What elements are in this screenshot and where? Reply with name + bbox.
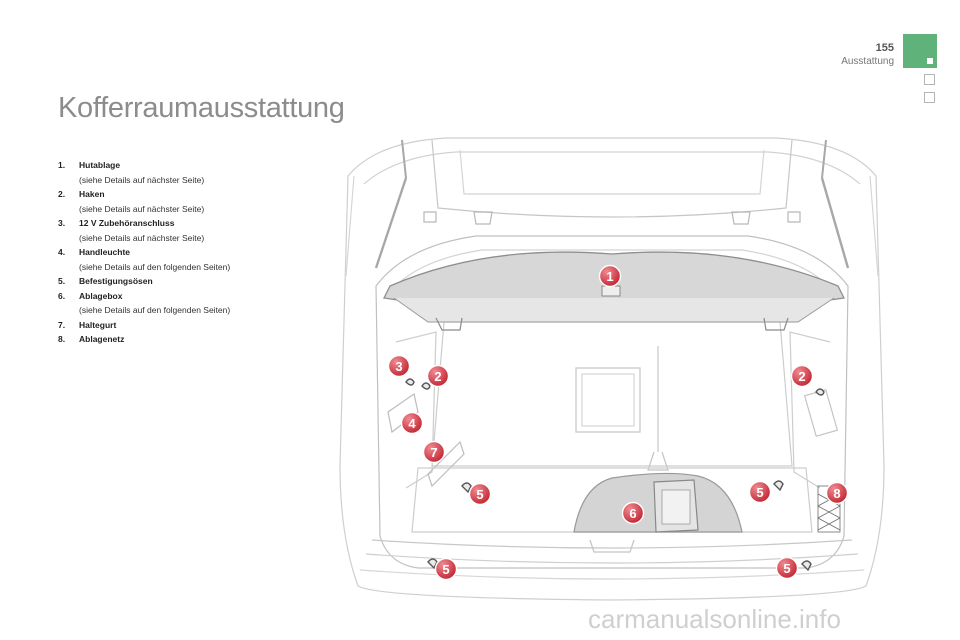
legend-detail: (siehe Details auf nächster Seite) [79,232,205,243]
callout-5-floor-left: 5 [468,482,492,506]
legend-name: Haken [79,189,105,199]
section-name: Ausstattung [841,56,894,67]
legend-name: Befestigungsösen [79,276,153,286]
legend-name: 12 V Zubehöranschluss [79,218,175,228]
callout-5-bumper-left: 5 [434,557,458,581]
legend-number: 2. [58,189,66,199]
page-title: Kofferraumausstattung [58,92,345,124]
legend-name: Haltegurt [79,319,117,330]
legend-number: 1. [58,160,66,170]
legend-number: 7. [58,319,66,330]
callout-label: 1 [606,269,613,284]
callout-5-bumper-right: 5 [775,556,799,580]
callout-label: 5 [783,561,790,576]
callout-5-floor-right: 5 [748,480,772,504]
callout-label: 2 [798,369,805,384]
legend-item: 2. Haken (siehe Details auf nächster Seite… [58,187,328,216]
legend-detail: (siehe Details auf nächster Seite) [79,203,205,214]
legend-item: 1. Hutablage (siehe Details auf nächster S… [58,158,328,187]
chapter-tab[interactable] [924,92,935,103]
legend-number: 4. [58,247,66,257]
watermark: carmanualsonline.info [588,604,841,634]
legend-detail: (siehe Details auf nächster Seite) [79,174,205,185]
legend-detail: (siehe Details auf den folgenden Seiten) [79,305,231,315]
legend-item: 7. Haltegurt [58,318,328,333]
legend-number: 5. [58,276,66,286]
callout-6: 6 [621,501,645,525]
legend-list: 1. Hutablage (siehe Details auf nächster S… [58,158,328,347]
callout-2-right: 2 [790,364,814,388]
callout-label: 2 [434,369,441,384]
legend-item: 8. Ablagenetz [58,332,328,347]
legend-item: 6. Ablagebox (siehe Details auf den folgen… [58,289,328,318]
legend-name: Hutablage [79,160,121,170]
tab-marker-icon [927,58,933,64]
legend-item: 5. Befestigungsösen [58,274,328,289]
legend-item: 4. Handleuchte (siehe Details auf den folg… [58,245,328,274]
callout-2-left: 2 [426,364,450,388]
legend-name: Ablagenetz [79,334,125,344]
callout-3: 3 [387,354,411,378]
callout-8: 8 [825,481,849,505]
legend-name: Ablagebox [79,290,123,301]
chapter-tab[interactable] [924,74,935,85]
legend-number: 8. [58,334,66,344]
page-number: 155 [875,42,894,54]
legend-name: Handleuchte [79,247,131,257]
callout-label: 8 [833,486,840,501]
callout-label: 5 [756,485,763,500]
callout-label: 6 [629,506,636,521]
legend-item: 3. 12 V Zubehöranschluss (siehe Details au… [58,216,328,245]
callout-label: 3 [395,359,402,374]
callout-label: 4 [408,416,416,431]
legend-detail: (siehe Details auf den folgenden Seiten) [79,261,231,272]
callout-7: 7 [422,440,446,464]
callout-label: 5 [476,487,483,502]
trunk-illustration: 1 2 2 3 4 7 5 5 6 8 5 5 [339,137,885,601]
callout-4: 4 [400,411,424,435]
chapter-tab-active[interactable] [903,34,937,68]
callout-label: 5 [442,562,449,577]
legend-number: 6. [58,290,66,301]
legend-number: 3. [58,218,66,228]
callout-1: 1 [598,264,622,288]
callout-label: 7 [430,445,437,460]
